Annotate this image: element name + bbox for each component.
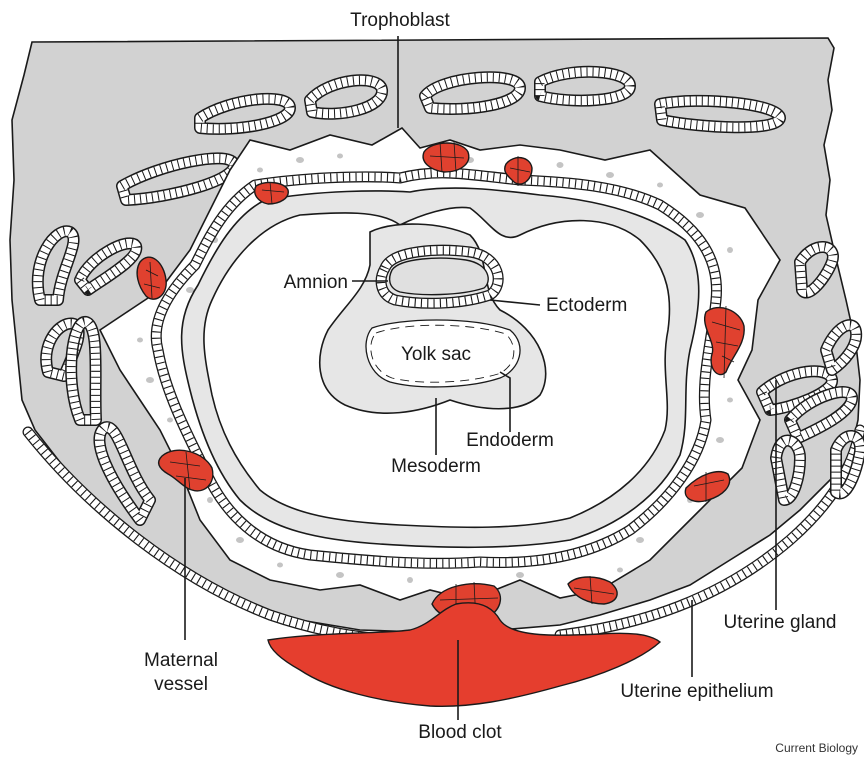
label-uterine-epithelium: Uterine epithelium	[620, 681, 773, 702]
label-maternal-vessel-line2: vessel	[154, 674, 208, 695]
label-maternal-vessel-line1: Maternal	[144, 650, 218, 671]
label-endoderm: Endoderm	[466, 430, 554, 451]
label-ectoderm: Ectoderm	[546, 295, 627, 316]
label-blood-clot: Blood clot	[418, 722, 502, 743]
credit-text: Current Biology	[775, 741, 858, 755]
label-uterine-gland: Uterine gland	[723, 612, 836, 633]
label-mesoderm: Mesoderm	[391, 456, 481, 477]
label-amnion: Amnion	[284, 272, 348, 293]
label-yolk-sac: Yolk sac	[401, 344, 471, 365]
label-trophoblast: Trophoblast	[350, 10, 450, 31]
amniotic-cavity	[390, 258, 489, 294]
